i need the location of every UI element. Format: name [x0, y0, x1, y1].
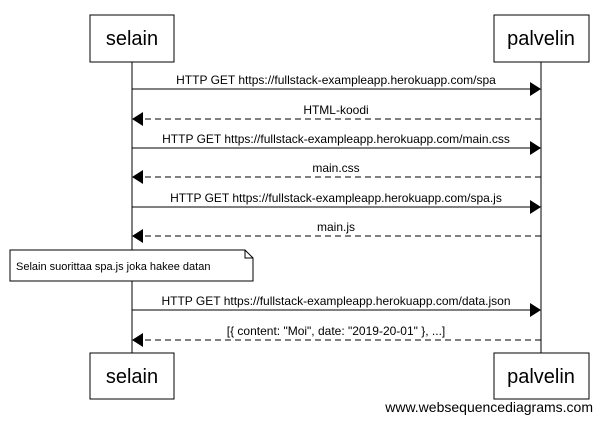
participant-label: palvelin	[507, 366, 575, 388]
note-corner-fold	[244, 250, 253, 259]
message-arrowhead	[132, 112, 143, 126]
message-6: main.js	[132, 220, 541, 243]
message-arrowhead	[132, 170, 143, 184]
message-label: HTML-koodi	[303, 103, 368, 117]
message-2: HTML-koodi	[132, 103, 541, 126]
message-arrowhead	[530, 303, 541, 317]
message-5: HTTP GET https://fullstack-exampleapp.he…	[132, 191, 541, 214]
note-box	[9, 249, 254, 282]
message-arrowhead	[132, 333, 143, 347]
message-label: HTTP GET https://fullstack-exampleapp.he…	[176, 73, 496, 87]
participant-selain-top: selain	[89, 14, 175, 63]
participant-label: selain	[106, 366, 158, 388]
message-label: main.css	[312, 161, 359, 175]
message-label: HTTP GET https://fullstack-exampleapp.he…	[161, 294, 510, 308]
participant-label: palvelin	[507, 28, 575, 50]
participant-box	[493, 352, 590, 400]
message-arrowhead	[530, 82, 541, 96]
message-1: HTTP GET https://fullstack-exampleapp.he…	[132, 73, 541, 96]
message-arrowhead	[530, 200, 541, 214]
participant-box	[89, 14, 175, 63]
message-label: [{ content: "Moi", date: "2019-20-01" },…	[227, 324, 446, 338]
participant-label: selain	[106, 28, 158, 50]
message-label: HTTP GET https://fullstack-exampleapp.he…	[170, 191, 502, 205]
participant-palvelin-bottom: palvelin	[493, 352, 590, 400]
note: Selain suorittaa spa.js joka hakee datan	[9, 249, 254, 282]
message-7: HTTP GET https://fullstack-exampleapp.he…	[132, 294, 541, 317]
message-label: main.js	[317, 220, 355, 234]
message-arrowhead	[132, 229, 143, 243]
participant-box	[493, 14, 590, 63]
message-3: HTTP GET https://fullstack-exampleapp.he…	[132, 132, 541, 155]
message-4: main.css	[132, 161, 541, 184]
note-label: Selain suorittaa spa.js joka hakee datan	[16, 261, 210, 273]
participant-box	[89, 352, 175, 400]
message-8: [{ content: "Moi", date: "2019-20-01" },…	[132, 324, 541, 347]
participant-selain-bottom: selain	[89, 352, 175, 400]
participant-palvelin-top: palvelin	[493, 14, 590, 63]
message-label: HTTP GET https://fullstack-exampleapp.he…	[162, 132, 510, 146]
watermark-link[interactable]: www.websequencediagrams.com	[384, 399, 593, 415]
message-arrowhead	[530, 141, 541, 155]
